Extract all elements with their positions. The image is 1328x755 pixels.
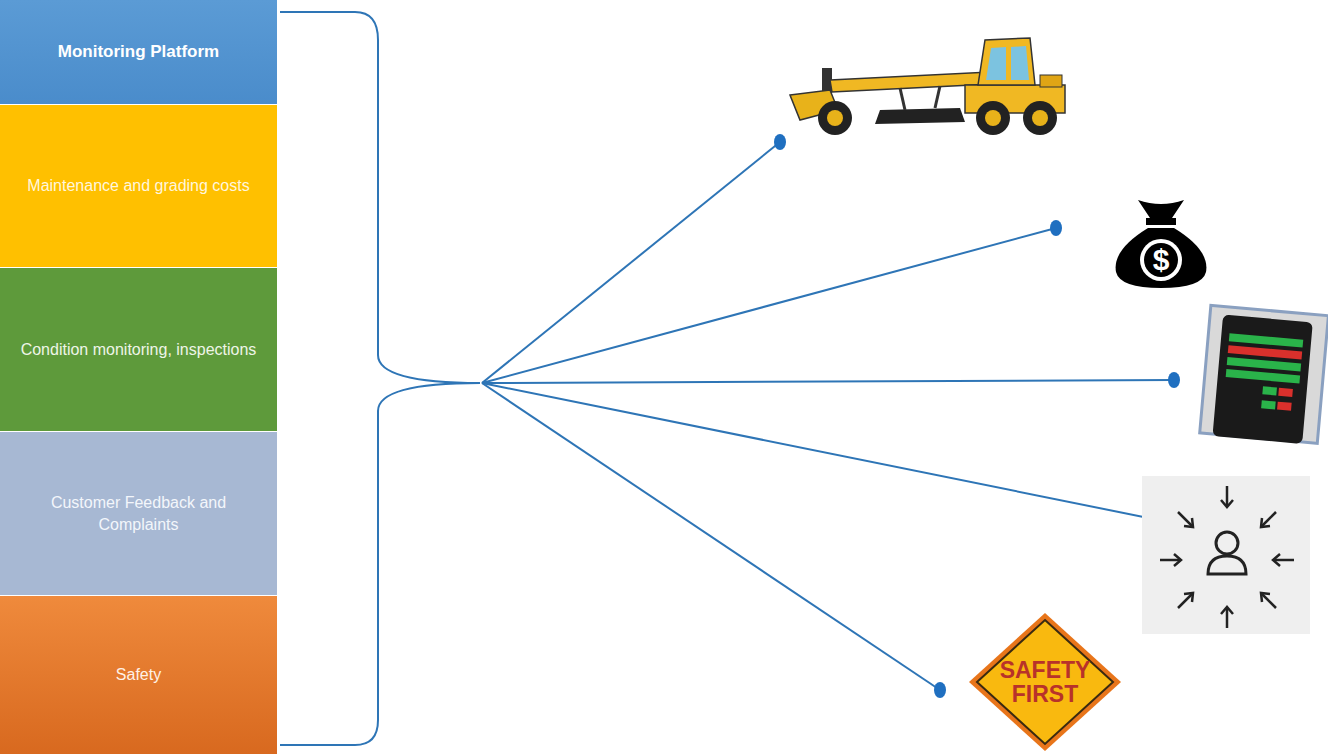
band-label: Condition monitoring, inspections [3, 339, 275, 361]
sign-text: SAFETY FIRST [995, 658, 1095, 706]
category-band: Monitoring Platform [0, 0, 277, 105]
curly-brace [280, 12, 480, 745]
band-label: Monitoring Platform [40, 41, 237, 64]
category-band: Safety [0, 596, 277, 755]
band-label: Customer Feedback and Complaints [0, 492, 277, 535]
phone-icon [1200, 305, 1328, 445]
leader-dots [774, 134, 1184, 698]
leader-lines [482, 142, 1178, 690]
category-band: Maintenance and grading costs [0, 105, 277, 268]
band-label: Maintenance and grading costs [9, 175, 267, 197]
category-band: Customer Feedback and Complaints [0, 432, 277, 596]
customer-focus-icon [1142, 476, 1310, 634]
warning-sign: SAFETY FIRST [968, 612, 1122, 752]
category-band: Condition monitoring, inspections [0, 268, 277, 432]
money-bag-icon [1116, 200, 1207, 288]
grader-icon [790, 38, 1065, 135]
band-label: Safety [98, 664, 179, 686]
currency-symbol: $ [1141, 243, 1181, 277]
